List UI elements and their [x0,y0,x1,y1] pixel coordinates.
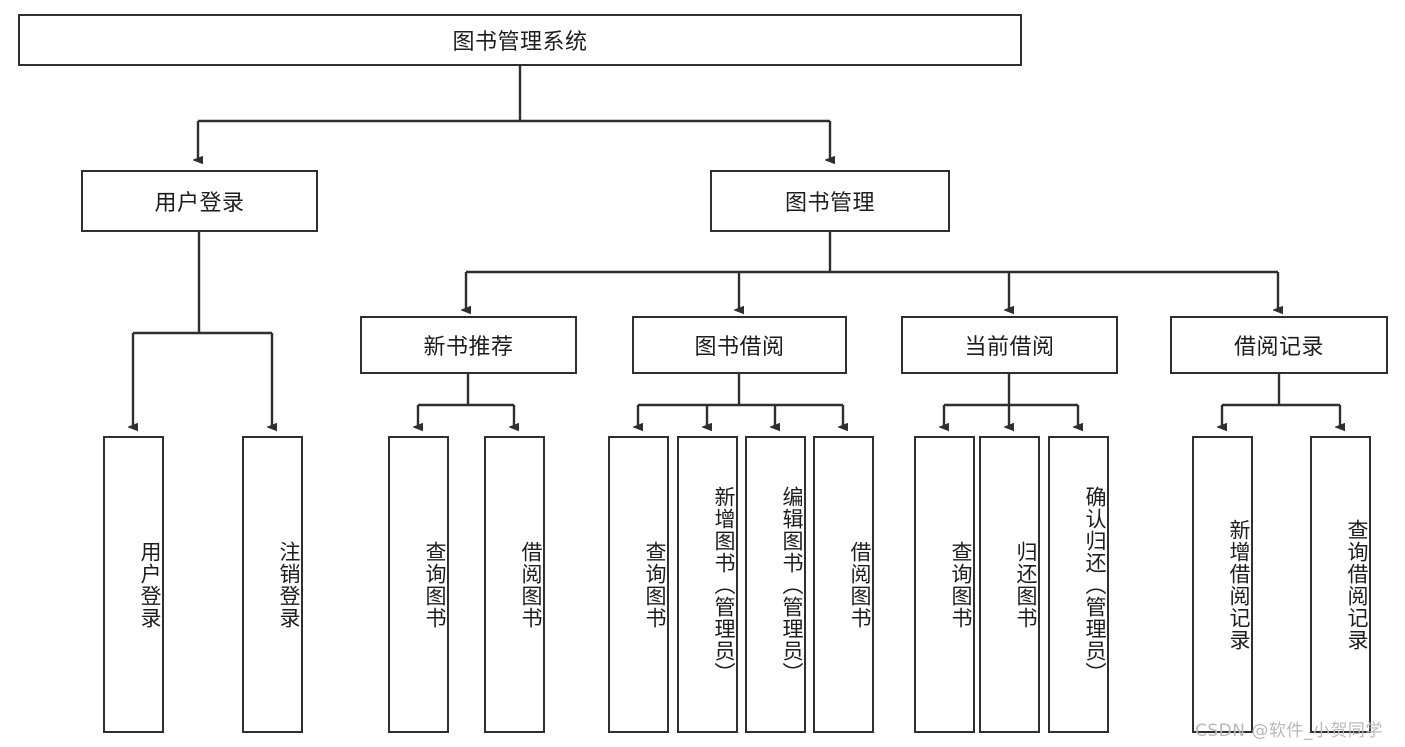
leaf-user-login-label: 用户登录 [138,540,162,629]
node-user-login-label: 用户登录 [154,191,245,216]
node-root[interactable]: 图书管理系统 [18,14,1022,66]
leaf-borrow-book-recommend-label: 借阅图书 [519,540,543,629]
leaf-confirm-return-admin-label: 确认归还（管理员） [1083,485,1107,684]
leaf-borrow-book-label: 借阅图书 [848,540,872,629]
leaf-add-book-admin-label: 新增图书（管理员） [712,485,736,684]
leaf-confirm-return-admin[interactable]: 确认归还（管理员） [1048,436,1109,733]
leaf-logout[interactable]: 注销登录 [242,436,303,733]
leaf-query-book-recommend-label: 查询图书 [423,540,447,629]
node-book-borrow-label: 图书借阅 [694,335,785,360]
leaf-user-login[interactable]: 用户登录 [103,436,164,733]
node-borrow-record[interactable]: 借阅记录 [1170,316,1388,374]
leaf-return-book-label: 归还图书 [1014,540,1038,629]
leaf-query-book-recommend[interactable]: 查询图书 [388,436,449,733]
leaf-edit-book-admin-label: 编辑图书（管理员） [780,485,804,684]
leaf-query-book-borrow-label: 查询图书 [643,540,667,629]
leaf-add-borrow-record-label: 新增借阅记录 [1227,518,1251,651]
leaf-add-book-admin[interactable]: 新增图书（管理员） [677,436,738,733]
node-book-management-label: 图书管理 [784,191,875,216]
node-borrow-record-label: 借阅记录 [1233,335,1324,360]
leaf-logout-label: 注销登录 [277,540,301,629]
node-book-management[interactable]: 图书管理 [710,170,950,232]
node-book-borrow[interactable]: 图书借阅 [632,316,847,374]
leaf-query-borrow-record-label: 查询借阅记录 [1345,518,1369,651]
node-current-borrow-label: 当前借阅 [964,335,1055,360]
leaf-edit-book-admin[interactable]: 编辑图书（管理员） [745,436,806,733]
leaf-borrow-book[interactable]: 借阅图书 [813,436,874,733]
leaf-query-book-borrow[interactable]: 查询图书 [608,436,669,733]
node-new-book-recommend-label: 新书推荐 [423,335,514,360]
node-current-borrow[interactable]: 当前借阅 [901,316,1118,374]
node-new-book-recommend[interactable]: 新书推荐 [360,316,577,374]
leaf-query-borrow-record[interactable]: 查询借阅记录 [1310,436,1371,733]
leaf-query-book-current-label: 查询图书 [949,540,973,629]
node-user-login[interactable]: 用户登录 [81,170,318,232]
node-root-label: 图书管理系统 [452,30,588,55]
leaf-add-borrow-record[interactable]: 新增借阅记录 [1192,436,1253,733]
csdn-watermark: CSDN @软件_小贺同学 [1195,721,1383,741]
leaf-borrow-book-recommend[interactable]: 借阅图书 [484,436,545,733]
leaf-return-book[interactable]: 归还图书 [979,436,1040,733]
leaf-query-book-current[interactable]: 查询图书 [914,436,975,733]
